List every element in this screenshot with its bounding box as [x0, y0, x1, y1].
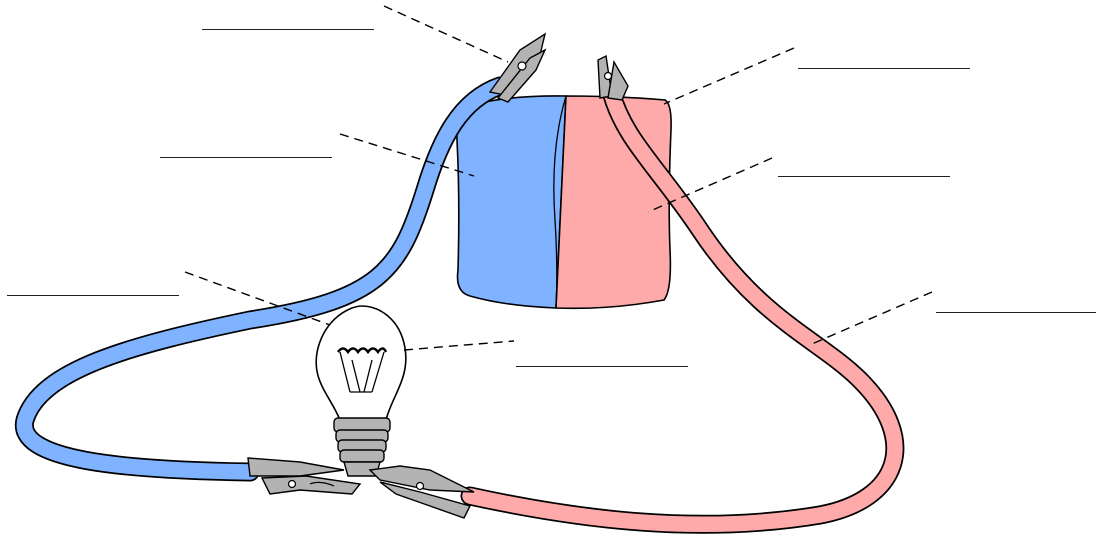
label-blank-mid-right[interactable]: [936, 294, 1096, 313]
label-blank-upper-left[interactable]: [160, 139, 332, 158]
leader-top-left: [383, 5, 509, 63]
leader-mid-left: [184, 271, 331, 326]
leader-mid-right: [811, 291, 933, 345]
label-blank-center[interactable]: [516, 348, 688, 367]
battery-negative-half: [456, 95, 567, 309]
alligator-clip-bottom-left: [247, 457, 362, 495]
alligator-clip-top-left: [488, 32, 547, 103]
leader-lines: [184, 5, 933, 351]
battery-seam: [553, 95, 567, 309]
battery: [456, 95, 672, 310]
alligator-clip-top-right: [597, 54, 629, 101]
label-blank-mid-left[interactable]: [7, 277, 179, 296]
negative-wire: [14, 76, 510, 482]
label-blank-upper-right[interactable]: [778, 158, 950, 177]
label-blank-top-right[interactable]: [798, 50, 970, 69]
leader-center: [403, 340, 515, 351]
battery-positive-half: [555, 95, 672, 310]
leader-top-right: [663, 47, 795, 105]
light-bulb: [315, 305, 407, 477]
positive-wire: [460, 85, 905, 534]
bulb-base: [333, 417, 391, 477]
bulb-filament: [337, 347, 388, 355]
label-blank-top-left[interactable]: [202, 11, 374, 30]
alligator-clip-bottom-right: [368, 465, 475, 519]
bulb-glass: [315, 305, 407, 421]
leader-upper-right: [647, 157, 773, 213]
leader-upper-left: [339, 133, 475, 177]
